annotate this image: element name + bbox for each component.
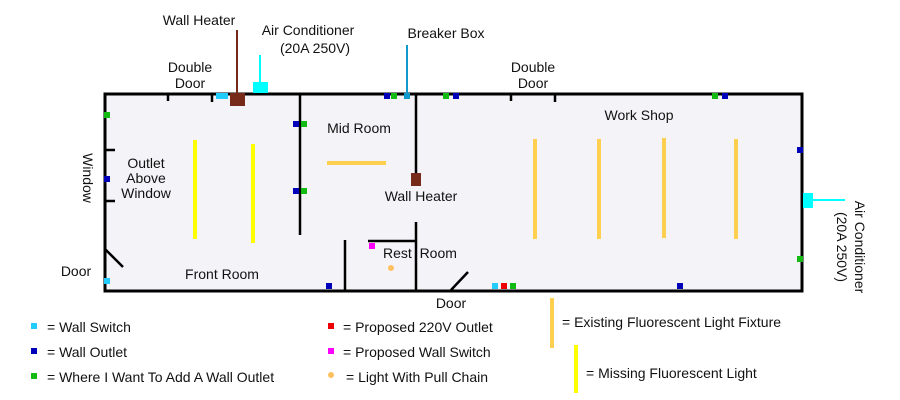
existing-light xyxy=(597,139,601,239)
wanted-outlet xyxy=(301,188,307,194)
legend-existing-light-swatch xyxy=(550,298,554,348)
label-rest-room: Rest Room xyxy=(383,245,457,261)
legend-proposed-switch: = Proposed Wall Switch xyxy=(343,344,491,360)
label-door-bottom: Door xyxy=(435,295,467,311)
legend-wall-outlet: = Wall Outlet xyxy=(47,344,128,360)
label-double-door-left-1: Double xyxy=(167,59,213,75)
legend-add-outlet-swatch xyxy=(31,373,37,379)
missing-light xyxy=(193,140,197,239)
legend-add-outlet: = Where I Want To Add A Wall Outlet xyxy=(47,369,275,385)
wanted-outlet xyxy=(391,93,397,99)
pull-chain-light xyxy=(388,265,394,271)
label-double-door-left-2: Door xyxy=(174,75,206,91)
wanted-outlet xyxy=(104,112,110,118)
label-double-door-right-2: Door xyxy=(517,75,549,91)
wall-outlet xyxy=(722,93,728,99)
wall-outlet xyxy=(104,176,110,182)
label-work-shop: Work Shop xyxy=(604,107,674,123)
label-outlet-above-window-3: Window xyxy=(121,185,171,201)
wall-outlet xyxy=(293,188,299,194)
proposed-wall-switch xyxy=(369,243,375,249)
wanted-outlet xyxy=(797,256,803,262)
wall-heater-mid-icon xyxy=(411,173,421,186)
legend-wall-outlet-swatch xyxy=(31,348,37,354)
label-mid-room: Mid Room xyxy=(327,120,391,136)
air-conditioner-right-icon xyxy=(803,193,813,208)
legend-pull-chain-swatch xyxy=(328,372,334,378)
legend-proposed-switch-swatch xyxy=(328,348,334,354)
label-window: Window xyxy=(80,153,96,203)
wanted-outlet xyxy=(301,121,307,127)
proposed-220v-outlet xyxy=(501,283,507,289)
wall-switch xyxy=(492,283,498,289)
label-door-left: Door xyxy=(60,263,92,279)
breaker-box-icon xyxy=(404,93,410,99)
existing-lights xyxy=(327,138,738,239)
legend-wall-switch-swatch xyxy=(31,323,37,329)
label-double-door-right-1: Double xyxy=(510,59,556,75)
wall-heater-icon xyxy=(230,93,245,106)
wanted-outlet xyxy=(712,93,718,99)
legend-proposed-220v: = Proposed 220V Outlet xyxy=(343,319,493,335)
building-outline xyxy=(103,92,804,293)
legend-pull-chain: = Light With Pull Chain xyxy=(346,369,489,385)
label-breaker-box: Breaker Box xyxy=(407,25,485,41)
wall-outlet xyxy=(677,283,683,289)
missing-light xyxy=(251,144,255,243)
wall-outlet xyxy=(797,147,803,153)
wanted-outlet xyxy=(443,93,449,99)
label-ac-top-1: Air Conditioner xyxy=(261,22,355,38)
wanted-outlet xyxy=(510,283,516,289)
missing-lights xyxy=(193,140,255,243)
label-ac-top-2: (20A 250V) xyxy=(279,40,351,56)
label-ac-right-1: Air Conditioner xyxy=(852,200,868,294)
label-wall-heater-mid: Wall Heater xyxy=(384,188,458,204)
label-wall-heater-top: Wall Heater xyxy=(162,12,236,28)
wall-switch xyxy=(222,93,228,99)
label-front-room: Front Room xyxy=(185,266,259,282)
legend-existing-light: = Existing Fluorescent Light Fixture xyxy=(562,314,782,330)
existing-light xyxy=(327,161,386,165)
wall-outlet xyxy=(326,283,332,289)
wall-switch xyxy=(216,93,222,99)
existing-light xyxy=(533,139,537,239)
door-left-swing xyxy=(104,248,124,268)
legend-missing-light-swatch xyxy=(574,345,578,393)
existing-light xyxy=(662,138,666,238)
label-outlet-above-window-2: Above xyxy=(126,170,166,186)
existing-light xyxy=(734,139,738,239)
wall-switch xyxy=(104,278,110,284)
label-ac-right-2: (20A 250V) xyxy=(834,211,850,283)
wall-outlet xyxy=(384,93,390,99)
legend-wall-switch: = Wall Switch xyxy=(47,319,131,335)
wall-outlet xyxy=(453,93,459,99)
door-bottom-swing xyxy=(450,271,469,291)
wall-outlet xyxy=(293,121,299,127)
label-outlet-above-window-1: Outlet xyxy=(127,155,165,171)
legend-220v-swatch xyxy=(328,323,334,329)
legend-missing-light: = Missing Fluorescent Light xyxy=(586,365,757,381)
interior-walls xyxy=(104,94,557,291)
air-conditioner-top-icon xyxy=(253,82,268,93)
